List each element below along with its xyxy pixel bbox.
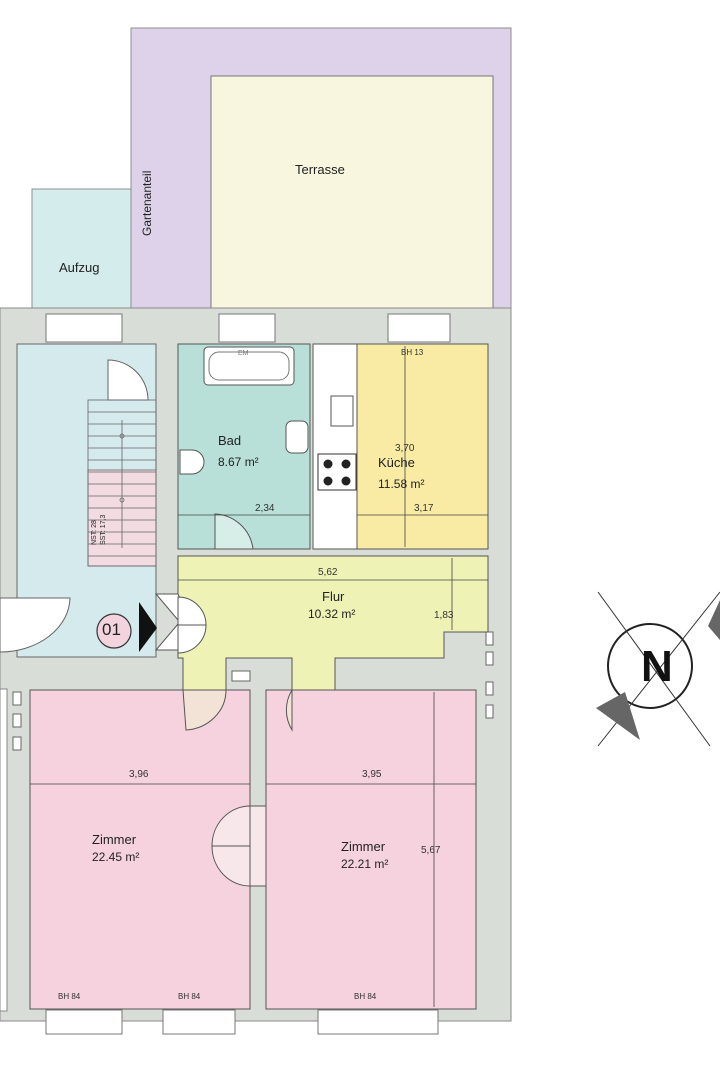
- hall-depth-dim: 1,83: [434, 610, 454, 621]
- room-right-area: 22.21 m²: [341, 857, 389, 871]
- stove-burners: [323, 459, 351, 486]
- bath-door: [214, 513, 254, 550]
- unit-number: 01: [102, 620, 121, 639]
- unit-number-circle: [96, 613, 132, 649]
- north-letter: N: [641, 642, 673, 691]
- kitchen-sink: [330, 395, 354, 427]
- windows-top: [45, 313, 451, 343]
- room-left-area: 22.45 m²: [92, 850, 140, 864]
- bath-width-dim: 2,34: [255, 503, 275, 514]
- room-right: [265, 689, 477, 1010]
- wall-vents-right: [485, 631, 494, 719]
- stair-hall-door: [107, 359, 149, 401]
- elevator-area: [31, 188, 132, 309]
- washbasin: [285, 420, 309, 454]
- elevator-label: Aufzug: [59, 260, 100, 275]
- kitchen-room: [356, 343, 489, 550]
- room-left-label: Zimmer: [92, 832, 137, 847]
- neighbour-strip: [0, 688, 8, 1012]
- stove: [317, 453, 357, 491]
- room-left-width-dim: 3,96: [129, 769, 149, 780]
- room-right-label: Zimmer: [341, 839, 386, 854]
- garden-label: Gartenanteil: [140, 170, 154, 236]
- toilet: [179, 449, 205, 475]
- kitchen-area: 11.58 m²: [378, 477, 425, 491]
- room-right-door: [285, 688, 293, 732]
- stair-label-1: NST: 28: [91, 520, 98, 545]
- terrace-label: Terrasse: [295, 162, 345, 177]
- wall-vents-left: [12, 691, 22, 751]
- room-right-width-dim: 3,95: [362, 769, 382, 780]
- bath-label: Bad: [218, 433, 242, 448]
- bathtub-label: EM: [238, 350, 249, 357]
- dimension-lines: [30, 346, 488, 1007]
- stair-label-2: SST: 17,3: [100, 514, 107, 545]
- kitchen-width-dim: 3,17: [414, 503, 434, 514]
- kitchen-depth-dim: 3,70: [395, 443, 415, 454]
- hall-vent: [231, 670, 251, 682]
- room-left-bh-1: BH 84: [58, 992, 81, 1001]
- kitchen-counter: [312, 343, 358, 550]
- entry-arrow-icon: [139, 602, 157, 652]
- hall-area: 10.32 m²: [308, 607, 356, 621]
- hall-door-left: [0, 597, 71, 653]
- terrace-area: [210, 75, 494, 309]
- room-left-bh-2: BH 84: [178, 992, 201, 1001]
- entry-door-swing: [177, 596, 207, 654]
- bath-area: 8.67 m²: [218, 455, 259, 469]
- kitchen-bh: BH 13: [401, 348, 424, 357]
- kitchen-label: Küche: [378, 455, 415, 470]
- stair-treads: [87, 399, 157, 567]
- hall-width-dim: 5,62: [318, 567, 338, 578]
- room-right-depth-dim: 5,67: [421, 845, 441, 856]
- hall-label: Flur: [322, 589, 345, 604]
- windows-bottom: [45, 1009, 439, 1035]
- room-left-door: [182, 689, 227, 731]
- room-right-bh: BH 84: [354, 992, 377, 1001]
- north-arrow-icon: [596, 591, 720, 747]
- connecting-door: [249, 805, 267, 887]
